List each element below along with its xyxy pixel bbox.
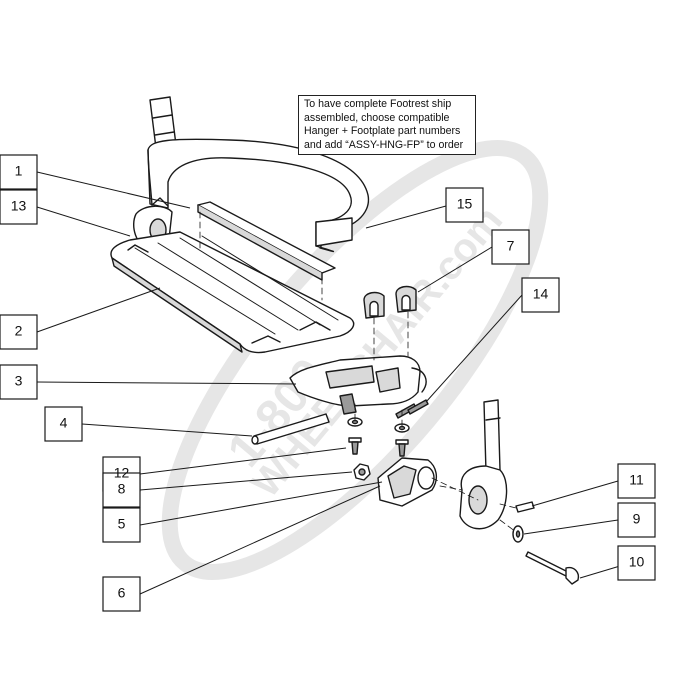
callout-3: 3 — [15, 373, 23, 389]
calf-pad — [147, 138, 370, 253]
callout-boxes — [0, 154, 656, 612]
footplate-bracket — [289, 355, 427, 415]
callout-6: 6 — [118, 585, 126, 601]
screw-left — [348, 437, 362, 455]
callout-box-5 — [102, 507, 141, 543]
hanger-tube — [149, 96, 177, 149]
assembly-guides — [199, 211, 517, 533]
lower-hanger — [459, 399, 508, 530]
ordering-note-line-4: and add “ASSY-HNG-FP” to order — [304, 138, 464, 151]
bumper-left — [363, 291, 385, 319]
callout-12: 12 — [114, 465, 130, 481]
callout-13: 13 — [11, 198, 27, 214]
ordering-note-line-1: To have complete Footrest ship — [304, 98, 452, 110]
leader-lines — [36, 171, 631, 595]
callout-box-9 — [617, 502, 656, 538]
callout-4: 4 — [60, 415, 68, 431]
callout-2: 2 — [15, 323, 23, 339]
hinge-pin — [251, 413, 330, 445]
callout-5: 5 — [118, 516, 126, 532]
set-screws — [395, 399, 429, 419]
bolt — [525, 551, 580, 585]
spring-pin — [515, 501, 535, 513]
callout-14: 14 — [533, 286, 549, 302]
callout-box-15 — [445, 187, 484, 223]
callout-box-13 — [0, 189, 38, 225]
callout-9: 9 — [633, 511, 641, 527]
swivel-block — [377, 457, 438, 507]
callout-10: 10 — [629, 554, 645, 570]
callout-box-4 — [44, 406, 83, 442]
hex-nut — [353, 463, 371, 481]
callout-box-7 — [491, 229, 530, 265]
ordering-note-line-3: Hanger + Footplate part numbers — [304, 125, 461, 137]
callout-8: 8 — [118, 481, 126, 497]
callout-box-8 — [102, 472, 141, 508]
footplate — [110, 231, 355, 354]
callout-15: 15 — [457, 196, 473, 212]
callout-box-1 — [0, 154, 38, 190]
callout-box-6 — [102, 576, 141, 612]
callout-box-14 — [521, 277, 560, 313]
callout-box-10 — [617, 545, 656, 581]
bumper-right — [395, 285, 417, 313]
heel-strap — [197, 201, 336, 281]
callout-1: 1 — [15, 163, 23, 179]
callout-box-2 — [0, 314, 38, 350]
screw-right — [395, 439, 409, 457]
callout-11: 11 — [629, 472, 644, 488]
callout-box-11 — [617, 463, 656, 499]
ordering-note-line-2: assembled, choose compatible — [304, 111, 450, 124]
washer-right-lower — [512, 525, 524, 543]
ordering-note: To have complete Footrest ship assembled… — [298, 95, 476, 155]
callout-box-3 — [0, 364, 38, 400]
callout-7: 7 — [507, 238, 515, 254]
